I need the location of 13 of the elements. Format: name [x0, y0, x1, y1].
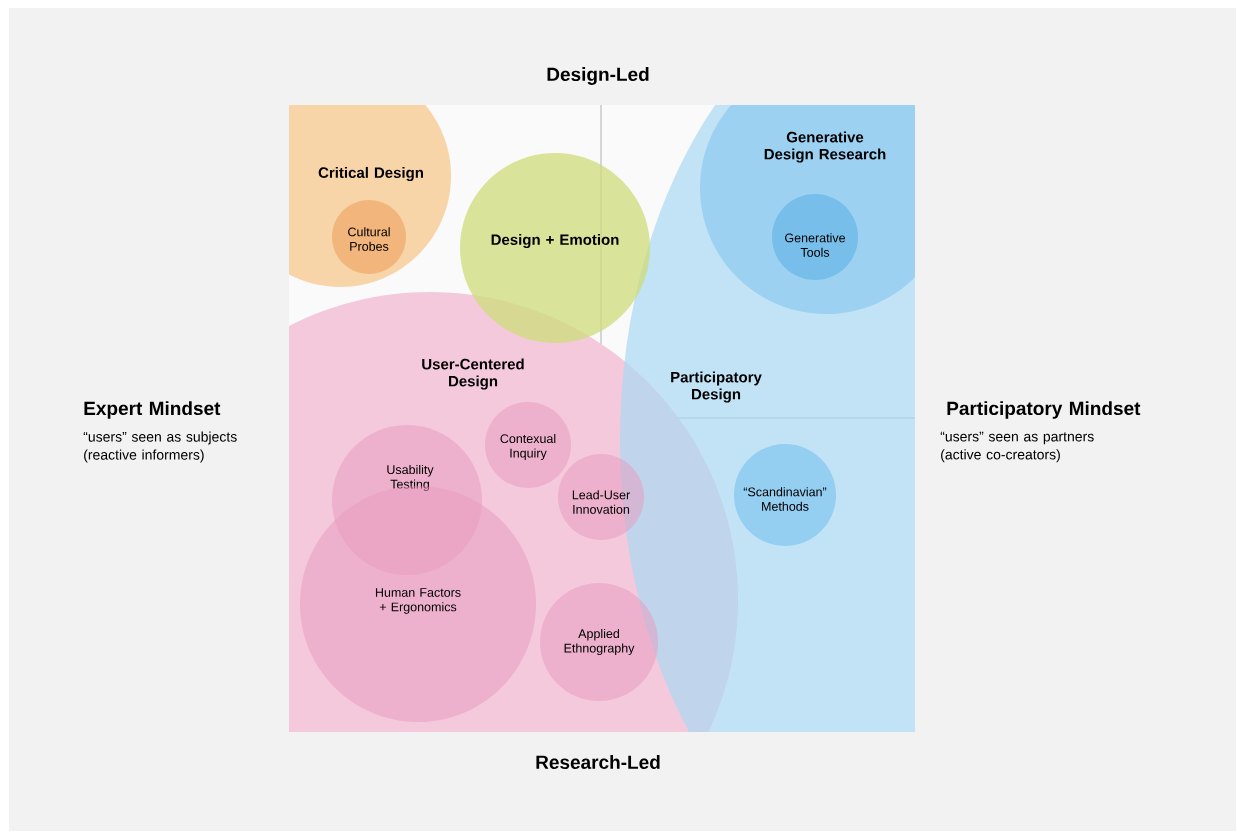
bubble: Usability Testing — [332, 425, 482, 575]
axis-note: “users” seen as subjects (reactive informers) — [83, 431, 237, 463]
bubble: Contexual Inquiry — [485, 402, 571, 488]
axis-note: “users” seen as partners (active co-creators) — [940, 431, 1094, 463]
axis-label: Design-Led — [547, 67, 649, 85]
axis-label: Research-Led — [536, 755, 660, 769]
bubble: Cultural Probes — [332, 200, 406, 274]
bubble: Applied Ethnography — [540, 583, 658, 701]
axis-label: Participatory Mindset — [947, 401, 1141, 419]
bubble: “Scandinavian” Methods — [734, 444, 836, 546]
bubble: Design + Emotion — [460, 153, 650, 343]
axis-label: Expert Mindset — [84, 401, 221, 419]
bubble: Generative Tools — [772, 194, 858, 280]
